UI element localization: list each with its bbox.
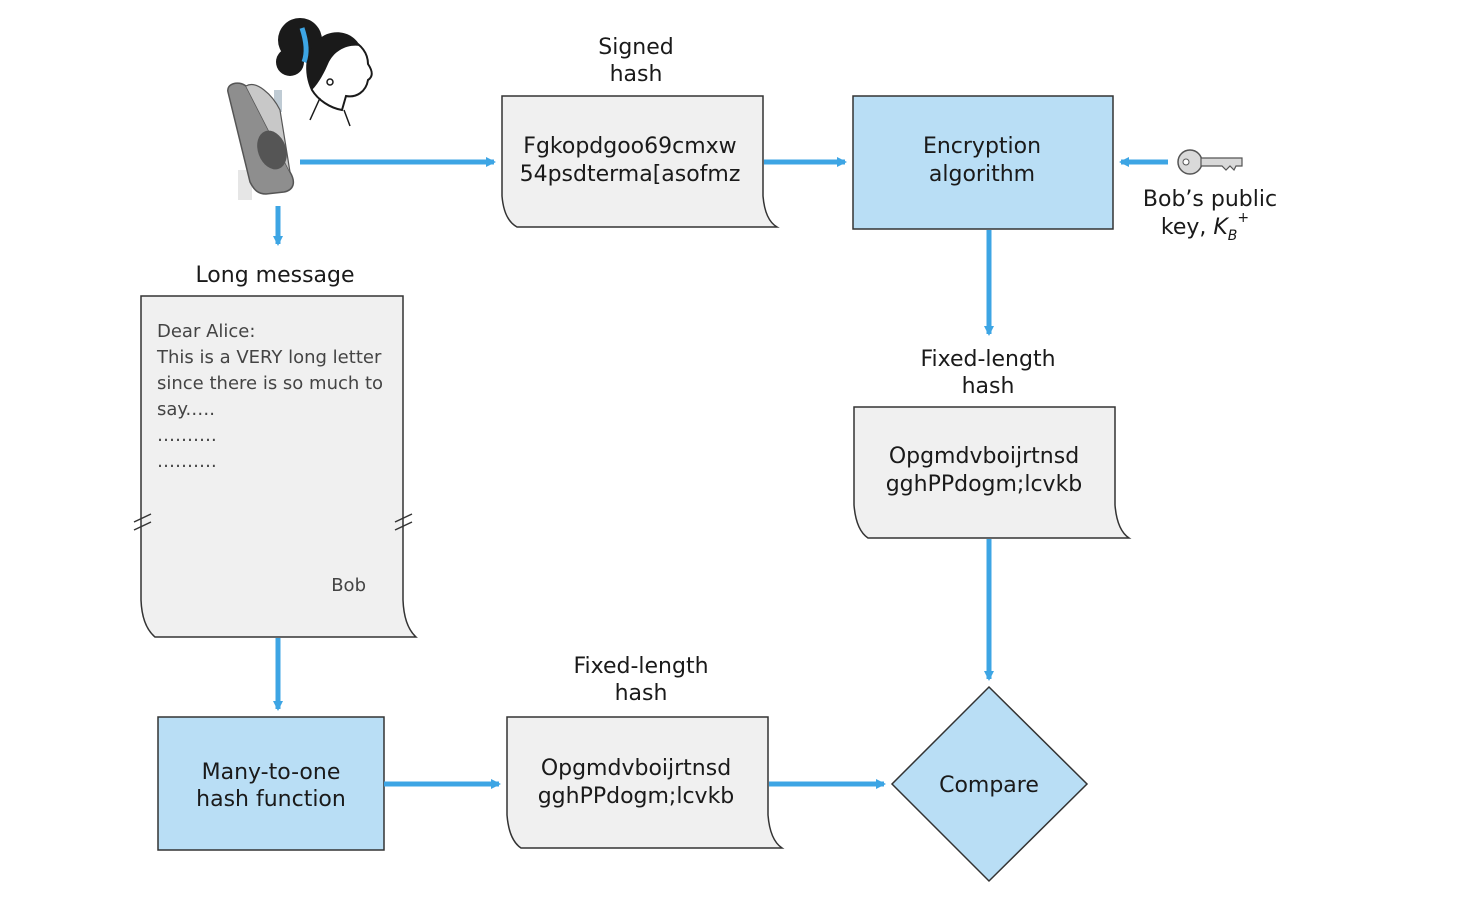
hash-function-label-line2: hash function [196,787,346,812]
break-mark-left [133,513,152,531]
public-key-label-line1: Bob’s public [1143,187,1277,212]
long-message-label: Long message [195,263,354,288]
signed-hash-text-line2: 54psdterma[asofmz [520,162,741,187]
signed-hash-label-line1: Signed [598,35,674,60]
fixed-hash-bottom-label-line2: hash [615,681,668,706]
public-key-label-line2: key, KB + [1161,210,1249,244]
signed-hash-document [501,95,780,228]
public-key-symbol: K [1213,215,1229,240]
letter-line-1: Dear Alice: [157,321,255,342]
letter-line-2: This is a VERY long letter [156,347,382,368]
encryption-label-line1: Encryption [923,134,1041,159]
fixed-hash-bottom-text-line1: Opgmdvboijrtnsd [541,756,731,781]
encryption-algorithm-box [852,95,1114,230]
fixed-hash-bottom-text-line2: gghPPdogm;lcvkb [538,784,735,809]
hash-function-label-line1: Many-to-one [202,760,341,785]
letter-line-3: since there is so much to [157,373,383,394]
public-key-superscript: + [1237,210,1249,226]
fixed-hash-top-label-line1: Fixed-length [920,347,1055,372]
fixed-hash-bottom-label-line1: Fixed-length [573,654,708,679]
compare-diamond [890,685,1089,883]
public-key-subscript: B [1228,228,1238,244]
compare-label: Compare [939,773,1039,798]
letter-signature: Bob [331,575,366,596]
long-message-document [140,295,418,638]
signed-hash-label-line2: hash [610,62,663,87]
fixed-hash-top-document [853,406,1132,539]
fixed-hash-top-label-line2: hash [962,374,1015,399]
hash-function-box [157,716,385,851]
letter-line-6: ………. [157,451,217,472]
alice-person-icon [276,18,373,127]
signed-hash-text-line1: Fgkopdgoo69cmxw [523,134,736,159]
fixed-hash-top-text-line1: Opgmdvboijrtnsd [889,444,1079,469]
letter-line-4: say.…. [157,399,215,420]
public-key-prefix: key, [1161,215,1214,240]
mailbox-icon [227,82,295,200]
break-mark-right [394,513,413,531]
key-icon [1177,149,1243,175]
fixed-hash-top-text-line2: gghPPdogm;lcvkb [886,472,1083,497]
letter-line-5: ………. [157,425,217,446]
fixed-hash-bottom-document [506,716,785,849]
encryption-label-line2: algorithm [929,162,1035,187]
